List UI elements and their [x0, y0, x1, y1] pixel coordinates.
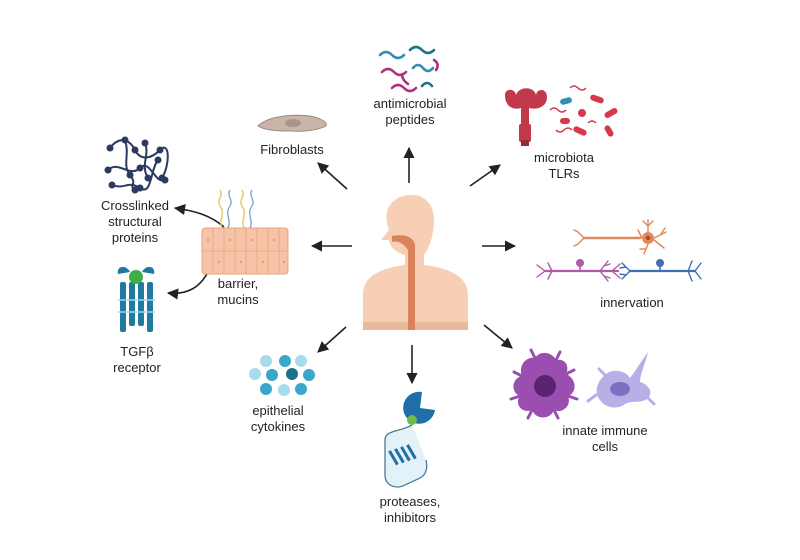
- barrier-mucins-icon: [201, 189, 289, 275]
- protease-inhibitor-icon: [384, 391, 435, 488]
- crosslinked-proteins-icon: [104, 136, 169, 194]
- arrow-tgfb-receptor: [166, 271, 209, 300]
- antimicrobial-peptides-icon: [378, 45, 439, 93]
- human-esophagus-icon: [363, 195, 468, 330]
- arrow-cytokines: [317, 326, 347, 353]
- label-microbiota-tlrs: microbiota TLRs: [534, 150, 594, 181]
- label-fibroblasts: Fibroblasts: [260, 142, 324, 157]
- arrow-fibroblasts: [317, 162, 348, 190]
- label-epithelial-cytokines: epithelial cytokines: [250, 403, 306, 434]
- label-crosslinked-proteins: Crosslinked structural proteins: [101, 198, 169, 245]
- epithelial-cytokines-icon: [249, 355, 315, 396]
- innate-immune-cells-icon: [509, 348, 656, 420]
- innervation-neurons-icon: [536, 219, 702, 282]
- label-innervation: innervation: [600, 295, 664, 310]
- label-antimicrobial-peptides: antimicrobial peptides: [373, 96, 447, 127]
- arrow-crosslinked-proteins: [173, 203, 225, 228]
- arrow-immune-cells: [483, 324, 513, 349]
- label-proteases-inhibitors: proteases, inhibitors: [379, 494, 441, 525]
- arrow-microbiota: [469, 164, 501, 187]
- label-barrier-mucins: barrier, mucins: [217, 276, 259, 307]
- label-tgfb-receptor: TGFβ receptor: [113, 344, 161, 375]
- tgfb-receptor-icon: [117, 266, 155, 332]
- label-innate-immune-cells: innate immune cells: [562, 423, 648, 454]
- arrows: [166, 146, 517, 385]
- microbiota-tlr-icon: [505, 85, 618, 146]
- fibroblast-icon: [257, 114, 327, 132]
